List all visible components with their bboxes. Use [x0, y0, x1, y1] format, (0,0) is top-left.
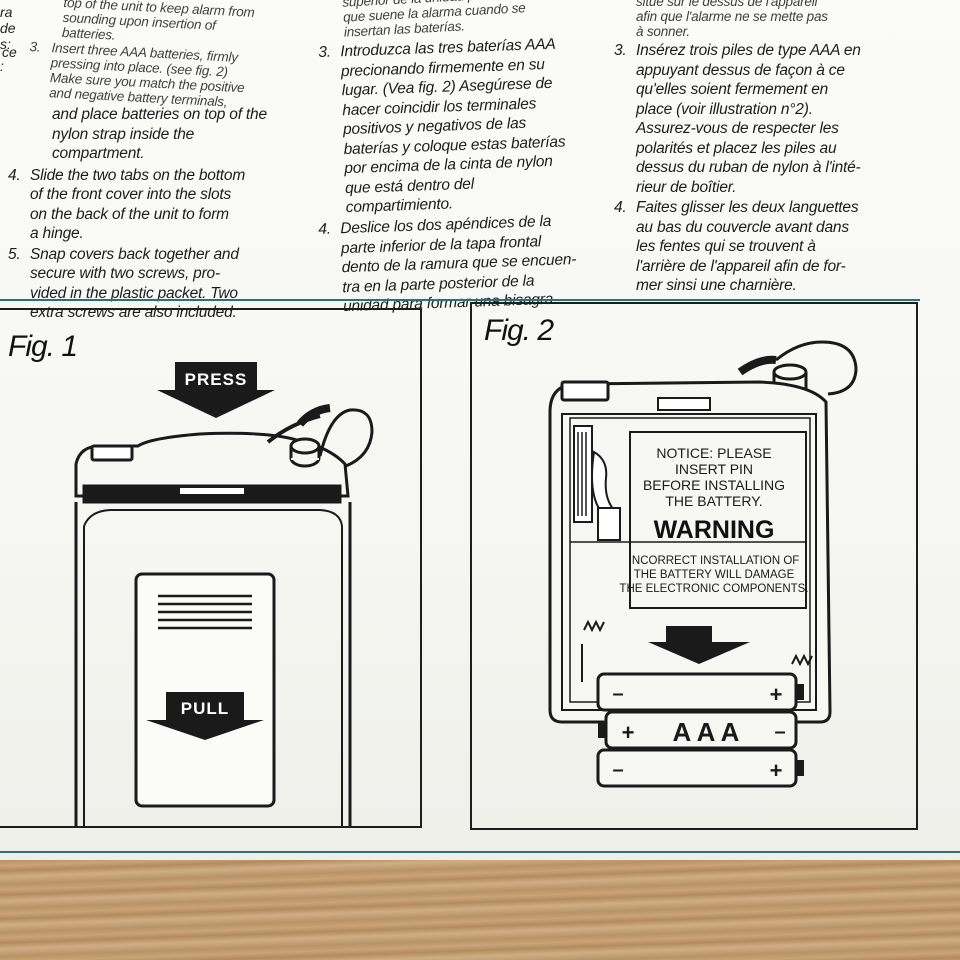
- spanish-step-3: 3. Introduzca las tres baterías AAA prec…: [318, 35, 566, 217]
- notice-line: THE BATTERY.: [665, 493, 762, 509]
- warning-line: THE ELECTRONIC COMPONENTS.: [619, 583, 808, 595]
- minus-sign: –: [612, 683, 623, 705]
- figure-1-title: Fig. 1: [8, 330, 78, 363]
- device-top: [74, 431, 350, 504]
- fragment-text: ce: [2, 44, 17, 60]
- aaa-battery: – +: [596, 672, 804, 712]
- french-step-3: 3. Insérez trois piles de type AAA en ap…: [614, 42, 861, 196]
- press-label: PRESS: [185, 370, 248, 389]
- press-arrow-icon: PRESS: [157, 362, 275, 418]
- pull-arrow-icon: PULL: [146, 692, 264, 740]
- plus-sign: +: [770, 758, 783, 783]
- english-step-4: 4. Slide the two tabs on the bottom of t…: [8, 166, 246, 243]
- fragment-text: de: [0, 20, 16, 36]
- wooden-table: [0, 860, 960, 960]
- french-continued-text: situé sur le dessus de l'appareil afin q…: [636, 0, 828, 39]
- figure-2-frame: [470, 302, 918, 830]
- aaa-battery: – +: [596, 748, 804, 788]
- section-divider-bottom: [0, 851, 960, 853]
- pin-strap-icon: [266, 404, 374, 468]
- figure-1-illustration: PRESS: [74, 362, 374, 826]
- notice-label: NOTICE: PLEASE INSERT PIN BEFORE INSTALL…: [619, 431, 809, 609]
- plus-sign: +: [622, 720, 635, 745]
- figure-2-title: Fig. 2: [484, 314, 554, 347]
- fragment-text: ra: [0, 4, 13, 20]
- pull-label: PULL: [181, 699, 229, 718]
- plus-sign: +: [770, 682, 783, 707]
- french-column: situé sur le dessus de l'appareil afin q…: [614, 0, 914, 296]
- device-body: [74, 502, 352, 826]
- section-divider-top: [0, 299, 920, 301]
- french-step-4: 4. Faites glisser les deux languettes au…: [614, 199, 859, 294]
- figure-1-frame: [0, 308, 422, 828]
- battery-label: A A A: [673, 717, 740, 747]
- spanish-column: superior de la unidad para evitar que su…: [318, 0, 608, 317]
- figure-2-illustration: NOTICE: PLEASE INSERT PIN BEFORE INSTALL…: [548, 340, 858, 788]
- english-column: top of the unit to keep alarm from sound…: [8, 0, 298, 323]
- warning-line: THE BATTERY WILL DAMAGE: [634, 569, 795, 581]
- fragment-text: s:: [0, 36, 11, 52]
- warning-title: WARNING: [654, 516, 775, 544]
- fragment-text: :: [0, 58, 4, 74]
- minus-sign: –: [774, 721, 785, 743]
- instruction-sheet: ra de s: ce : top of the unit to keep al…: [0, 0, 960, 864]
- notice-line: NOTICE: PLEASE: [656, 445, 771, 461]
- english-step-3: 3. Insert three AAA batteries, firmly pr…: [29, 39, 245, 110]
- notice-line: INSERT PIN: [675, 461, 753, 477]
- insert-arrow-icon: [648, 626, 750, 664]
- warning-line: INCORRECT INSTALLATION OF: [629, 555, 800, 567]
- notice-line: BEFORE INSTALLING: [643, 477, 785, 493]
- aaa-battery: + A A A –: [598, 710, 798, 750]
- english-step-3-cont: and place batteries on top of the nylon …: [52, 106, 267, 162]
- minus-sign: –: [612, 759, 623, 781]
